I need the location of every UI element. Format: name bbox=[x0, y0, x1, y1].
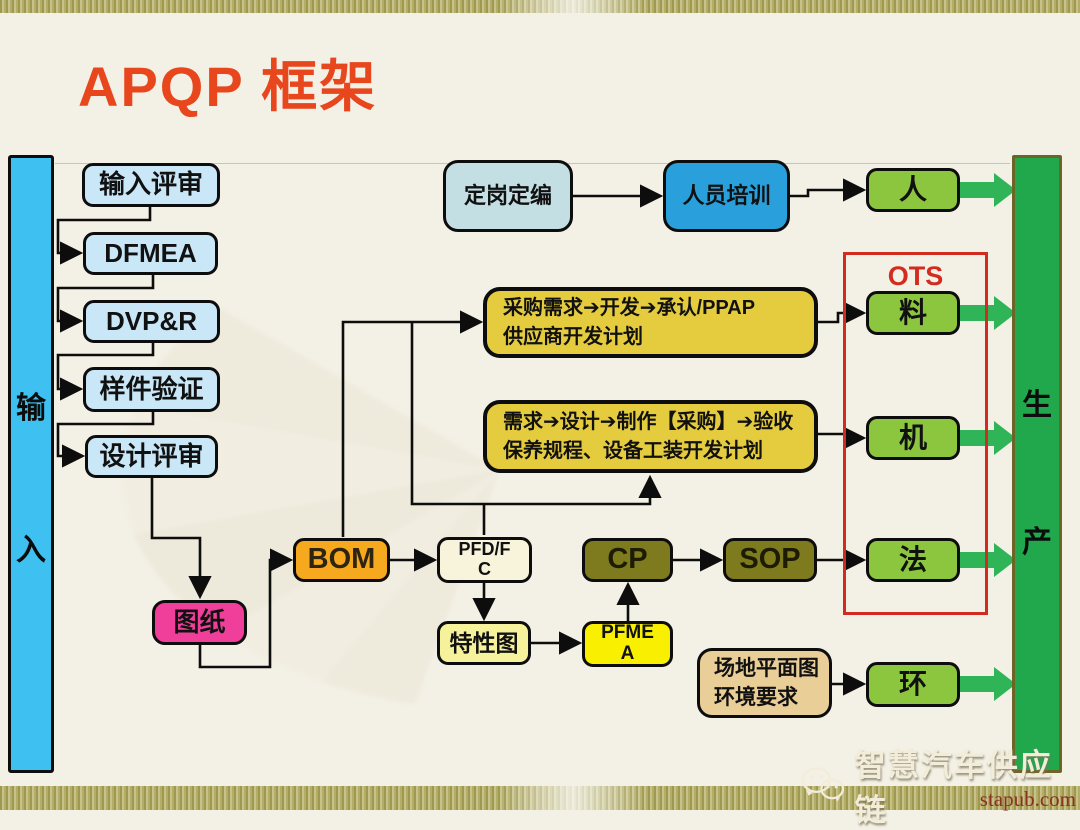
node-pfd-fc: PFD/F C bbox=[437, 537, 532, 583]
node-output-man: 人 bbox=[866, 168, 960, 212]
purchase-line1: 采购需求➔开发➔承认/PPAP bbox=[503, 296, 756, 319]
ots-label: OTS bbox=[887, 261, 944, 291]
node-output-environment: 环 bbox=[866, 662, 960, 707]
node-equipment-tooling-plan: 需求➔设计➔制作【采购】➔验收 保养规程、设备工装开发计划 bbox=[483, 400, 818, 473]
node-site-layout: 场地平面图 环境要求 bbox=[697, 648, 832, 718]
node-sample-verification: 样件验证 bbox=[83, 367, 220, 412]
input-bar: 输 入 bbox=[8, 155, 54, 773]
brand-watermark: 智慧汽车供应链 bbox=[800, 740, 1080, 830]
node-output-machine: 机 bbox=[866, 416, 960, 460]
input-bar-char-1: 输 bbox=[16, 392, 46, 425]
pfd-line1: PFD/F bbox=[458, 539, 511, 560]
brand-text: 智慧汽车供应链 bbox=[854, 748, 1053, 828]
wechat-icon bbox=[801, 767, 845, 802]
node-output-method: 法 bbox=[866, 538, 960, 582]
node-pfmea: PFME A bbox=[582, 621, 673, 667]
pfmea-line2: A bbox=[620, 643, 635, 664]
site-line2: 环境要求 bbox=[714, 686, 798, 709]
node-sop: SOP bbox=[723, 538, 817, 582]
node-personnel-training: 人员培训 bbox=[663, 160, 790, 232]
node-characteristic-diagram: 特性图 bbox=[437, 621, 531, 665]
node-drawing: 图纸 bbox=[152, 600, 247, 645]
node-dvpr: DVP&R bbox=[83, 300, 220, 343]
site-url: stapub.com bbox=[979, 787, 1076, 811]
production-bar: 生 产 bbox=[1012, 155, 1062, 773]
node-cp: CP bbox=[582, 538, 673, 582]
equipment-line2: 保养规程、设备工装开发计划 bbox=[503, 439, 763, 462]
pfd-line2: C bbox=[478, 559, 491, 579]
production-bar-char-2: 产 bbox=[1022, 526, 1052, 559]
node-dfmea: DFMEA bbox=[83, 232, 218, 275]
input-bar-char-2: 入 bbox=[16, 534, 46, 567]
equipment-line1: 需求➔设计➔制作【采购】➔验收 bbox=[503, 410, 794, 433]
top-decoration-band bbox=[0, 0, 1080, 13]
production-bar-char-1: 生 bbox=[1022, 389, 1052, 422]
node-bom: BOM bbox=[293, 538, 390, 582]
node-output-material: 料 bbox=[866, 291, 960, 335]
site-line1: 场地平面图 bbox=[714, 656, 819, 680]
node-design-review: 设计评审 bbox=[85, 435, 218, 478]
node-supplier-development-plan: 采购需求➔开发➔承认/PPAP 供应商开发计划 bbox=[483, 287, 818, 358]
pfmea-line1: PFME bbox=[601, 622, 654, 644]
bottom-decoration-band bbox=[0, 786, 1080, 810]
purchase-line2: 供应商开发计划 bbox=[503, 325, 643, 348]
node-staffing: 定岗定编 bbox=[443, 160, 573, 232]
page-title: APQP 框架 bbox=[78, 55, 378, 118]
node-input-review: 输入评审 bbox=[82, 163, 220, 207]
